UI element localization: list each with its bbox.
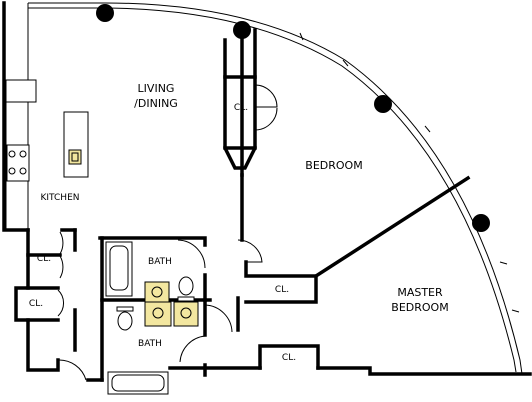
- label-master-bedroom: BEDROOM: [391, 301, 448, 314]
- label-closet-master: CL.: [282, 353, 296, 363]
- interior-walls: [2, 1, 532, 382]
- column-icon: [96, 4, 490, 232]
- window-mullions: [299, 32, 520, 313]
- label-kitchen: KITCHEN: [41, 193, 80, 203]
- kitchen-island: [63, 111, 89, 178]
- cooktop-icon: [6, 144, 30, 182]
- kitchen-counter: [5, 3, 37, 230]
- label-bath-upper: BATH: [148, 257, 172, 267]
- label-bedroom: BEDROOM: [305, 159, 362, 172]
- label-closet-left-upper: CL.: [37, 254, 51, 264]
- label-living: LIVING: [138, 82, 175, 95]
- door-swings: [57, 84, 278, 381]
- label-bath-lower: BATH: [138, 339, 162, 349]
- bathtub-icon: [105, 241, 169, 395]
- toilet-icon: [116, 276, 195, 331]
- label-master: MASTER: [397, 286, 443, 299]
- label-closet-bedroom: CL.: [234, 103, 248, 113]
- label-closet-hall: CL.: [275, 285, 289, 295]
- label-dining: /DINING: [134, 97, 178, 110]
- label-closet-left-lower: CL.: [29, 299, 43, 309]
- room-labels: LIVING /DINING KITCHEN BEDROOM MASTER BE…: [29, 82, 449, 363]
- curved-exterior-wall: [28, 2, 523, 375]
- sink-icon: [144, 281, 199, 327]
